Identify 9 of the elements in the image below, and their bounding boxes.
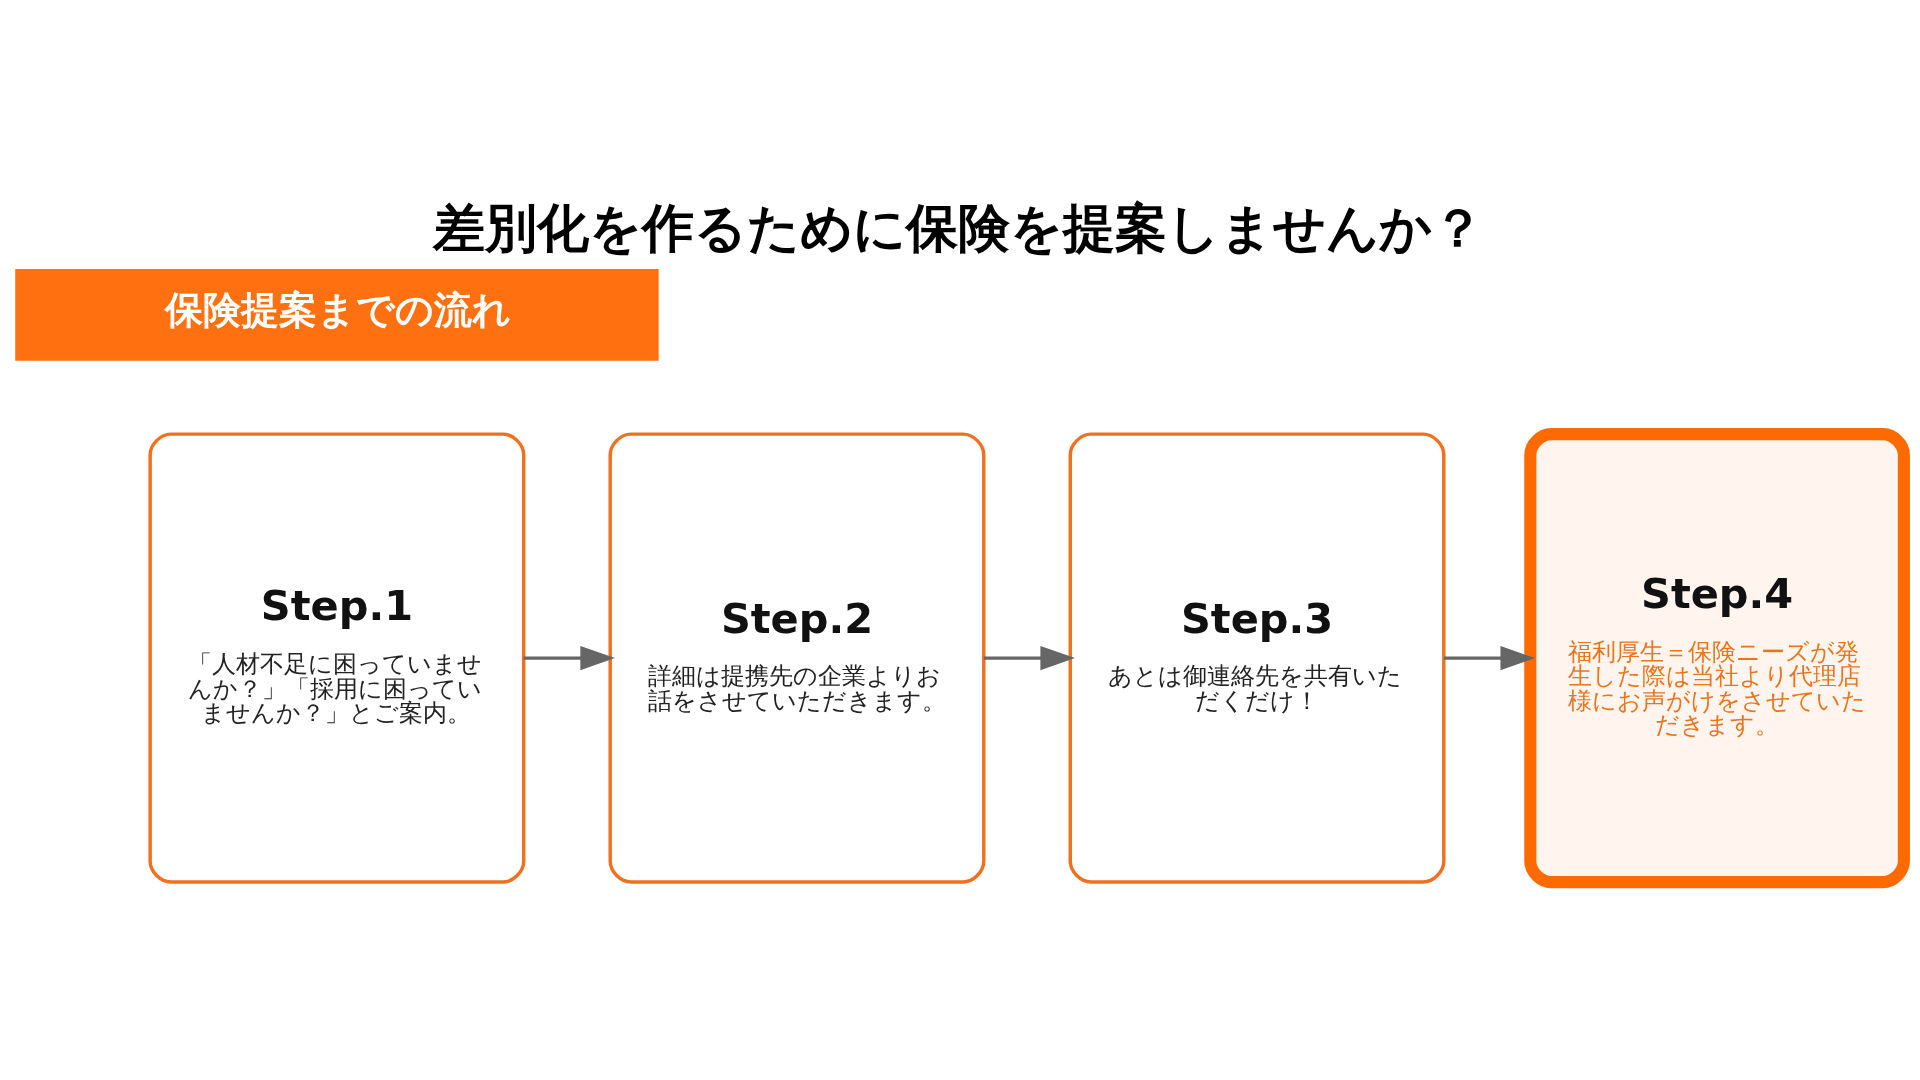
arrow (523, 645, 615, 670)
arrow (983, 645, 1076, 670)
node-box: 保険提案までの流れ (15, 268, 659, 361)
node-box: Step.1 「人材不足に困っていませんか？」「採用に困っていませんか？」とご案内。 (148, 431, 526, 884)
node-box: Step.2 詳細は提携先の企業よりお話をさせていただきます。 (608, 431, 986, 884)
node-box: Step.4 福利厚生＝保険ニーズが発生した際は当社より代理店様にお声がけをさせていただきます。 (1524, 427, 1910, 888)
arrow (1443, 645, 1536, 670)
node-box: Step.3 あとは御連絡先を共有いただくだけ！ (1068, 431, 1446, 884)
diagram-title: 差別化を作るために保険を提案しませんか？ (433, 197, 1485, 258)
